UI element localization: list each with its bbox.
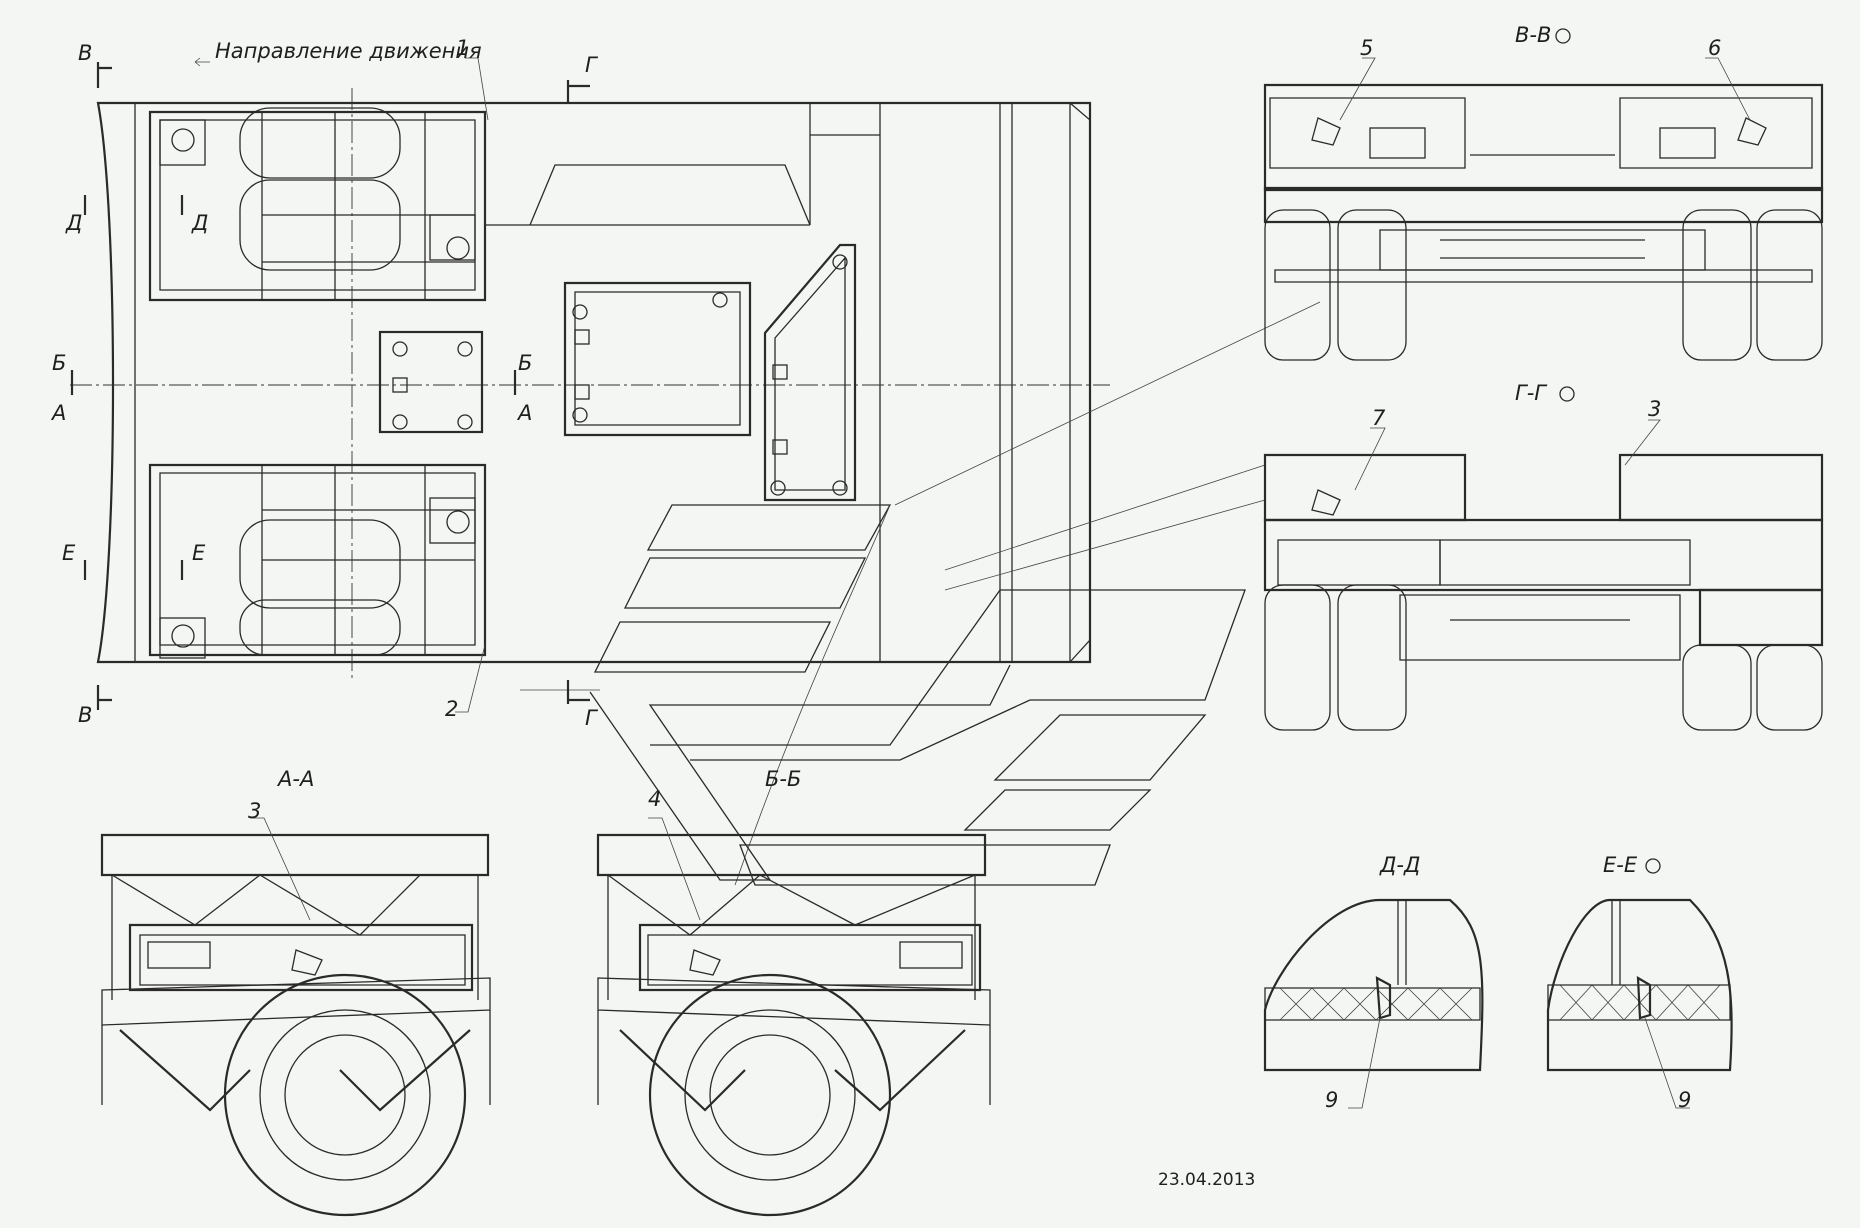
view-bb-title: Б-Б	[765, 767, 801, 791]
section-mark-e-right: Е	[192, 541, 206, 565]
section-mark-e-left: Е	[62, 541, 76, 565]
plan-view: Направление движения В В Г Г Д Д Б А Б А…	[50, 36, 1321, 886]
view-aa-title: А-А	[276, 767, 314, 791]
section-mark-g-bottom: Г	[585, 706, 599, 730]
callout-9-right: 9	[1678, 1088, 1691, 1112]
view-aa: А-А 3	[100, 767, 491, 1217]
view-gg: Г-Г 7 3	[1263, 381, 1824, 731]
view-bb: Б-Б 4	[596, 767, 991, 1217]
section-mark-v-bottom: В	[78, 703, 92, 727]
section-mark-v-top: В	[78, 41, 92, 65]
view-gg-title: Г-Г	[1515, 381, 1548, 405]
direction-label: Направление движения	[215, 39, 482, 63]
section-mark-d-left: Д	[65, 211, 82, 235]
section-mark-a-right: А	[516, 401, 532, 425]
view-dd-title: Д-Д	[1379, 853, 1420, 877]
date-stamp: 23.04.2013	[1158, 1170, 1255, 1190]
section-mark-a-left: А	[50, 401, 66, 425]
callout-9-left: 9	[1325, 1088, 1338, 1112]
section-mark-b-left: Б	[52, 351, 66, 375]
callout-7: 7	[1372, 406, 1386, 430]
view-dd: Д-Д 9	[1263, 853, 1484, 1112]
section-mark-d-right: Д	[191, 211, 208, 235]
section-mark-b-right: Б	[518, 351, 532, 375]
callout-3-right: 3	[1648, 397, 1661, 421]
callout-3-left: 3	[248, 799, 261, 823]
callout-4: 4	[648, 787, 661, 811]
callout-2: 2	[445, 697, 458, 721]
view-vv-title: В-В	[1515, 23, 1551, 47]
section-mark-g-top: Г	[585, 53, 599, 77]
view-ee: Е-Е 9	[1546, 853, 1733, 1112]
view-ee-title: Е-Е	[1603, 853, 1638, 877]
view-vv: В-В 5 6	[1263, 23, 1824, 361]
callout-5: 5	[1360, 36, 1373, 60]
callout-1: 1	[456, 36, 469, 60]
callout-6: 6	[1708, 36, 1721, 60]
